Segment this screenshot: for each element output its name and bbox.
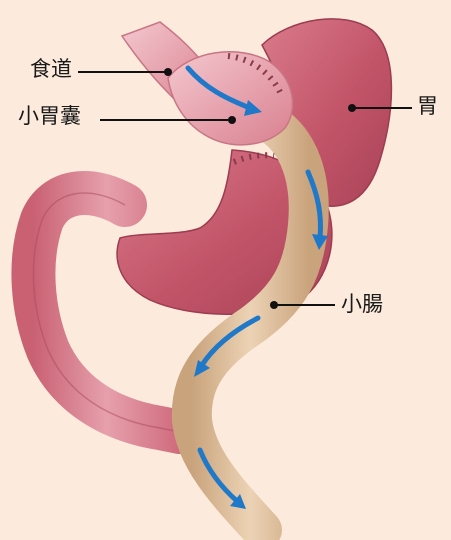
label-small-intestine: 小腸: [341, 294, 383, 315]
dot-esophagus: [164, 68, 172, 76]
label-esophagus: 食道: [30, 59, 72, 80]
intestinal-loop: [33, 193, 180, 432]
dot-stomach: [348, 104, 356, 112]
label-stomach: 胃: [417, 96, 438, 117]
dot-pouch: [228, 116, 236, 124]
dot-intestine: [270, 301, 278, 309]
label-small-pouch: 小胃囊: [18, 106, 81, 127]
